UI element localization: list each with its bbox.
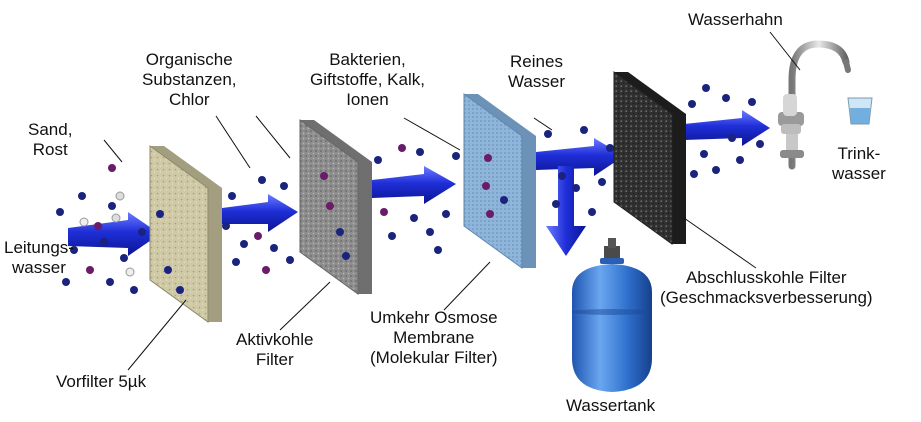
particle-icon	[254, 232, 262, 240]
particle-icon	[70, 246, 78, 254]
particle-icon	[270, 244, 278, 252]
particle-icon	[156, 210, 164, 218]
particle-icon	[111, 213, 121, 223]
particle-icon	[572, 184, 580, 192]
particle-icon	[78, 192, 86, 200]
particle-icon	[258, 176, 266, 184]
particle-icon	[342, 252, 350, 260]
particle-icon	[606, 144, 614, 152]
glass-icon	[847, 97, 873, 125]
arrow-icon	[684, 110, 770, 146]
particle-icon	[108, 202, 116, 210]
particle-icon	[222, 222, 230, 230]
label-wassertank: Wassertank	[566, 396, 656, 415]
particle-icon	[690, 170, 698, 178]
label-wasserhahn: Wasserhahn	[688, 10, 783, 29]
particle-icon	[286, 256, 294, 264]
label-abschlusskohle: Abschlusskohle Filter(Geschmacksverbesse…	[660, 268, 873, 307]
particle-icon	[56, 208, 64, 216]
particle-icon	[500, 196, 508, 204]
arrow-icon	[372, 166, 456, 204]
particle-icon	[416, 148, 424, 156]
particle-icon	[580, 126, 588, 134]
particle-icon	[130, 286, 138, 294]
particle-icon	[115, 191, 125, 201]
particle-icon	[62, 278, 70, 286]
particle-icon	[138, 228, 146, 236]
particle-icon	[106, 278, 114, 286]
particle-icon	[736, 156, 744, 164]
particle-icon	[588, 208, 596, 216]
particle-icon	[452, 152, 460, 160]
arrow-icon	[546, 166, 586, 256]
particle-group	[56, 84, 764, 294]
particle-icon	[326, 202, 334, 210]
particle-icon	[434, 246, 442, 254]
label-leitungswasser: Leitungs-wasser	[4, 238, 74, 277]
particle-icon	[484, 154, 492, 162]
arrow-icon	[68, 212, 160, 256]
label-vorfilter: Vorfilter 5µk	[56, 372, 147, 391]
particle-icon	[100, 238, 108, 246]
particle-icon	[240, 240, 248, 248]
arrow-icon	[222, 194, 298, 232]
particle-icon	[125, 267, 135, 277]
particle-icon	[380, 208, 388, 216]
filter-icon	[613, 71, 686, 245]
particle-icon	[108, 164, 116, 172]
particle-icon	[410, 214, 418, 222]
particle-icon	[728, 134, 736, 142]
particle-icon	[722, 94, 730, 102]
particle-icon	[756, 140, 764, 148]
particle-icon	[176, 286, 184, 294]
tank-icon	[572, 238, 652, 392]
particle-icon	[320, 172, 328, 180]
arrow-icon	[536, 138, 624, 176]
particle-icon	[86, 266, 94, 274]
label-bakterien: Bakterien,Giftstoffe, Kalk,Ionen	[310, 50, 425, 109]
filter-icon	[299, 119, 372, 295]
faucet-icon	[778, 40, 851, 170]
particle-icon	[232, 258, 240, 266]
particle-icon	[702, 84, 710, 92]
particle-icon	[336, 228, 344, 236]
filter-icon	[149, 145, 222, 323]
particle-icon	[544, 130, 552, 138]
particle-icon	[712, 166, 720, 174]
particle-icon	[486, 210, 494, 218]
particle-icon	[94, 222, 102, 230]
label-trinkwasser: Trink-wasser	[832, 144, 886, 183]
particle-icon	[398, 144, 406, 152]
particle-icon	[552, 200, 560, 208]
particle-icon	[442, 210, 450, 218]
particle-icon	[388, 232, 396, 240]
particle-icon	[482, 182, 490, 190]
particle-icon	[748, 98, 756, 106]
particle-icon	[79, 217, 89, 227]
particle-icon	[228, 192, 236, 200]
particle-icon	[688, 100, 696, 108]
particle-icon	[558, 172, 566, 180]
particle-icon	[120, 254, 128, 262]
particle-icon	[700, 150, 708, 158]
particle-icon	[598, 178, 606, 186]
particle-icon	[280, 182, 288, 190]
particle-icon	[374, 156, 382, 164]
filter-icon	[463, 93, 536, 269]
particle-icon	[426, 228, 434, 236]
label-sand-rost: Sand,Rost	[28, 120, 73, 159]
particle-icon	[262, 266, 270, 274]
particle-icon	[164, 266, 172, 274]
